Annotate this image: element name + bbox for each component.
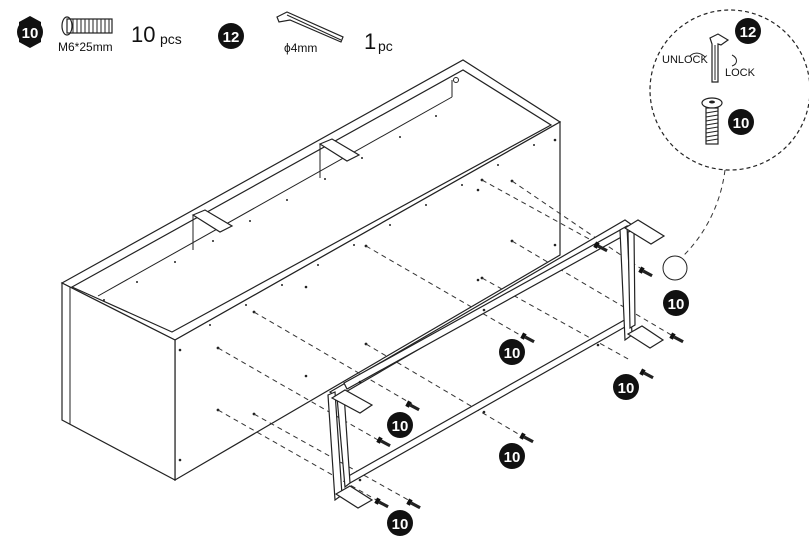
svg-text:10: 10	[668, 296, 685, 313]
cabinet-left-end	[61, 282, 176, 481]
part-10-badge: 10	[17, 16, 43, 48]
screw-icon	[374, 497, 389, 509]
svg-text:10: 10	[504, 345, 521, 362]
callout-badges: 10 10 10 10 10 10	[387, 290, 689, 536]
screws	[374, 241, 684, 510]
screw-icon	[520, 332, 535, 344]
part-12-qty-number: 1	[364, 29, 376, 54]
cabinet-divider-2	[318, 138, 361, 162]
svg-text:10: 10	[392, 418, 409, 435]
svg-text:10: 10	[504, 449, 521, 466]
svg-text:10: 10	[618, 380, 635, 397]
lock-arrow-icon	[731, 54, 737, 67]
callout-badge: 10	[499, 443, 525, 469]
callout-badge: 10	[387, 510, 413, 536]
allen-key-icon	[709, 33, 730, 83]
cabinet	[60, 59, 562, 482]
metal-frame	[327, 219, 666, 509]
part-10-qty-number: 10	[131, 22, 155, 47]
hex-bolt-icon	[61, 16, 113, 36]
part-12-badge: 12	[218, 23, 244, 49]
cabinet-divider-1	[191, 209, 234, 233]
part-12-spec: ϕ4mm	[284, 41, 317, 55]
part-12-qty-unit: pc	[378, 38, 393, 54]
svg-text:10: 10	[392, 516, 409, 533]
part-12-badge-label: 12	[223, 29, 240, 46]
detail-view: UNLOCK LOCK 12 10	[649, 9, 809, 281]
hex-bolt-icon	[701, 97, 723, 145]
lock-label: LOCK	[725, 67, 756, 79]
parts-list: 10 M6*25mm 10 pcs 12 ϕ4mm 1	[17, 11, 393, 55]
screw-icon	[376, 436, 391, 448]
svg-text:12: 12	[740, 24, 757, 41]
allen-key-icon	[276, 11, 344, 43]
unlock-arrow-icon	[689, 52, 706, 58]
unlock-label: UNLOCK	[662, 54, 709, 66]
screw-icon	[639, 368, 654, 380]
screw-icon	[405, 400, 420, 412]
callout-badge: 10	[613, 374, 639, 400]
screw-icon	[406, 498, 421, 510]
part-10-spec: M6*25mm	[58, 40, 113, 54]
callout-badge: 10	[663, 290, 689, 316]
callout-badge: 10	[387, 412, 413, 438]
screw-icon	[593, 241, 608, 253]
callout-badge: 10	[499, 339, 525, 365]
svg-text:10: 10	[733, 115, 750, 132]
screw-icon	[669, 332, 684, 344]
part-10-badge-label: 10	[22, 25, 39, 42]
screw-icon	[638, 266, 653, 278]
detail-bolt-badge: 10	[728, 109, 754, 135]
detail-tool-badge: 12	[735, 18, 761, 44]
part-10-qty-unit: pcs	[160, 31, 182, 47]
screw-icon	[519, 432, 534, 444]
